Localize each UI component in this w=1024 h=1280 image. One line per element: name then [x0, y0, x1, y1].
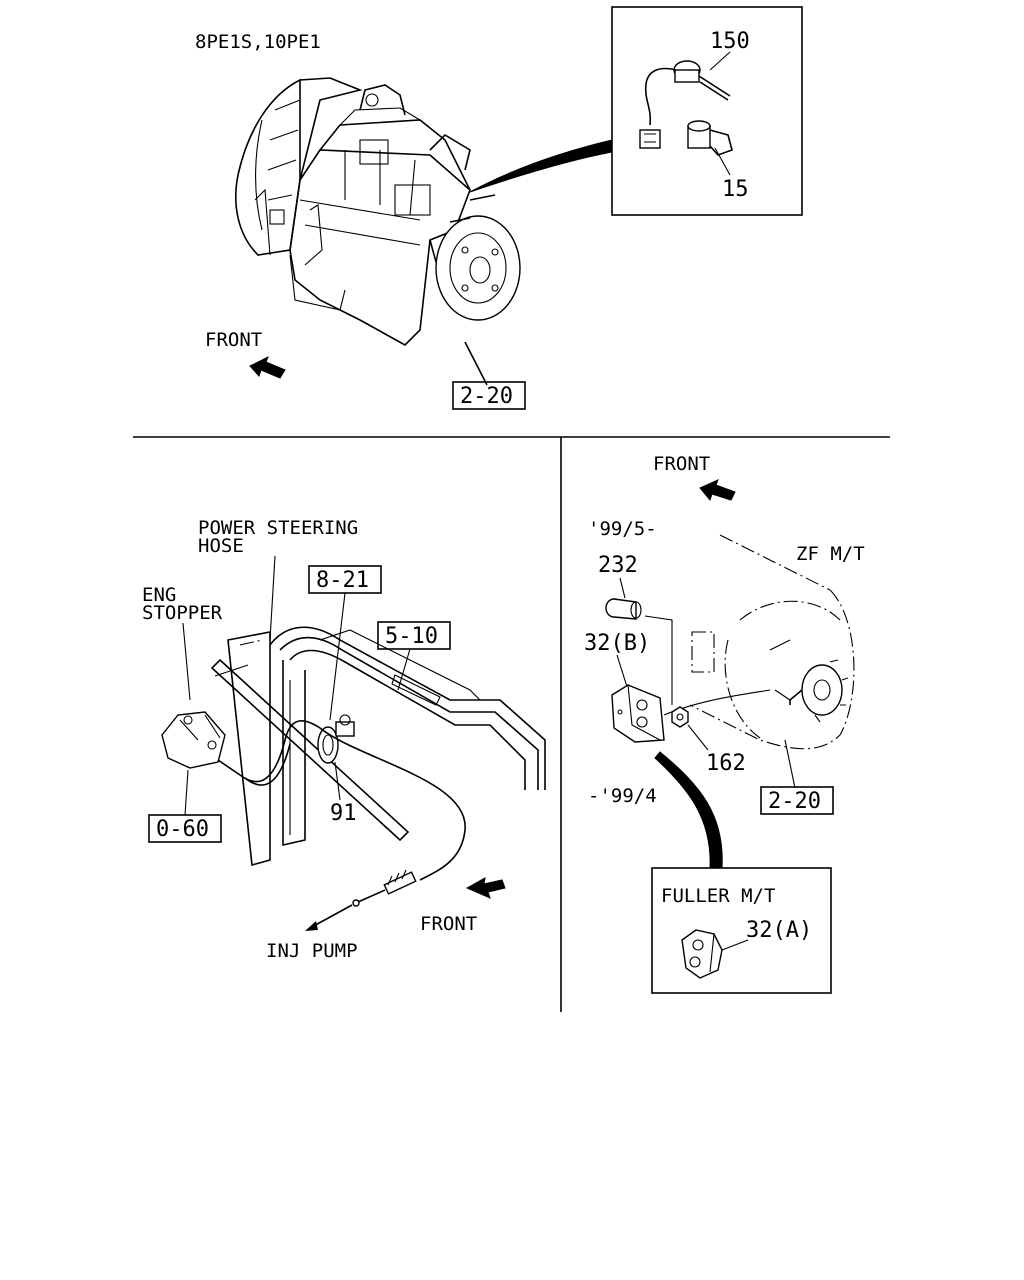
ref-box-2-20-top-label: 2-20 — [460, 384, 513, 409]
speed-sensor-icon — [639, 60, 731, 149]
sensor-inset: 150 15 — [611, 6, 803, 216]
fuller-mt-label: FULLER M/T — [661, 885, 775, 907]
zf-mt-view: FRONT '99/5- ZF M/T 232 32(B) — [584, 453, 865, 994]
zf-transmission-drawing — [689, 589, 855, 750]
front-arrow-left — [465, 877, 506, 899]
model-label: 8PE1S,10PE1 — [195, 31, 321, 53]
part-number-162: 162 — [706, 751, 746, 776]
inset-frame — [611, 6, 803, 216]
part-number-150: 150 — [710, 29, 750, 54]
engine-stopper-cable-view: POWER STEERING HOSE ENG STOPPER 8-21 5-1… — [142, 517, 546, 962]
ref-box-2-20-right — [760, 786, 834, 815]
front-arrow-right — [699, 479, 736, 502]
nut-162-icon — [671, 706, 689, 728]
transmission-assembly-view: 8PE1S,10PE1 — [195, 6, 803, 410]
cap-232-icon — [605, 598, 642, 620]
ref-box-8-21-label: 8-21 — [316, 568, 369, 593]
ref-box-5-10-label: 5-10 — [385, 624, 438, 649]
eng-stopper-label-line1: ENG — [142, 584, 176, 606]
part-number-32b: 32(B) — [584, 631, 650, 656]
part-number-91: 91 — [330, 801, 357, 826]
ref-box-2-20-top — [452, 381, 526, 410]
part-number-15: 15 — [722, 177, 749, 202]
front-label-right: FRONT — [653, 453, 710, 475]
switch-32b-icon — [611, 684, 665, 743]
ref-box-0-60-label: 0-60 — [156, 817, 209, 842]
switch-32a-icon — [681, 929, 723, 979]
inset-pointer — [469, 139, 613, 193]
stopper-cable — [239, 720, 466, 907]
inj-pump-label: INJ PUMP — [266, 940, 358, 962]
inj-pump-arrowhead — [305, 921, 318, 931]
part-number-232: 232 — [598, 553, 638, 578]
zf-mt-label: ZF M/T — [796, 543, 865, 565]
front-arrow-top — [249, 355, 286, 379]
date-from-label: '99/5- — [588, 518, 657, 540]
engine-stopper-icon — [161, 711, 241, 776]
frame-rail-drawing — [210, 626, 546, 867]
bracket-icon — [687, 120, 733, 156]
ref-box-2-20-right-label: 2-20 — [768, 789, 821, 814]
date-to-label: -'99/4 — [588, 785, 657, 807]
front-label-top: FRONT — [205, 329, 262, 351]
inj-pump-arrow-line — [309, 904, 353, 929]
ref-box-5-10 — [377, 621, 451, 650]
power-steering-label-line1: POWER STEERING — [198, 517, 358, 539]
fuller-inset-frame — [651, 867, 832, 994]
front-label-left: FRONT — [420, 913, 477, 935]
part-number-32a: 32(A) — [746, 918, 812, 943]
power-steering-label-line2: HOSE — [198, 535, 244, 557]
ref-box-0-60 — [148, 814, 222, 843]
fuller-inset: FULLER M/T 32(A) — [651, 867, 832, 994]
transmission-drawing — [235, 77, 521, 346]
eng-stopper-label-line2: STOPPER — [142, 602, 223, 624]
